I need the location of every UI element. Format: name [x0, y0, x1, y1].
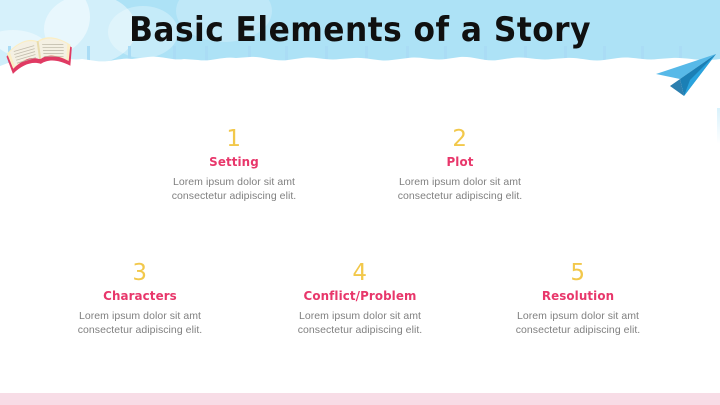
element-description-line2: consectetur adipiscing elit. [171, 190, 297, 202]
element-item-characters[interactable]: 3 Characters Lorem ipsum dolor sit amt c… [30, 260, 250, 337]
element-description-line1: Lorem ipsum dolor sit amt [172, 176, 296, 188]
element-description: Lorem ipsum dolor sit amt consectetur ad… [30, 309, 250, 337]
element-number: 4 [352, 260, 368, 286]
element-description-line1: Lorem ipsum dolor sit amt [398, 176, 522, 188]
element-description-line2: consectetur adipiscing elit. [515, 324, 641, 336]
element-name: Plot [446, 154, 474, 169]
element-description: Lorem ipsum dolor sit amt consectetur ad… [124, 175, 344, 203]
element-description-line2: consectetur adipiscing elit. [77, 324, 203, 336]
element-item-plot[interactable]: 2 Plot Lorem ipsum dolor sit amt consect… [350, 126, 570, 203]
element-description-line1: Lorem ipsum dolor sit amt [78, 310, 202, 322]
element-description-line2: consectetur adipiscing elit. [297, 324, 423, 336]
paper-airplane-icon [656, 54, 716, 96]
element-description-line1: Lorem ipsum dolor sit amt [298, 310, 422, 322]
element-description: Lorem ipsum dolor sit amt consectetur ad… [350, 175, 570, 203]
page-title: Basic Elements of a Story [129, 10, 591, 50]
element-description-line1: Lorem ipsum dolor sit amt [516, 310, 640, 322]
element-name: Setting [209, 154, 259, 169]
open-book-icon [6, 37, 72, 74]
elements-grid: 1 Setting Lorem ipsum dolor sit amt cons… [0, 108, 720, 358]
element-name: Characters [103, 288, 177, 303]
cloud-shape [108, 6, 178, 58]
element-item-resolution[interactable]: 5 Resolution Lorem ipsum dolor sit amt c… [468, 260, 688, 337]
element-description: Lorem ipsum dolor sit amt consectetur ad… [250, 309, 470, 337]
element-item-conflict-problem[interactable]: 4 Conflict/Problem Lorem ipsum dolor sit… [250, 260, 470, 337]
element-number: 3 [132, 260, 148, 286]
header-band [0, 0, 720, 72]
edge-sliver [717, 108, 720, 144]
element-number: 2 [452, 126, 468, 152]
element-name: Conflict/Problem [303, 288, 417, 303]
element-name: Resolution [541, 288, 615, 303]
element-number: 5 [570, 260, 586, 286]
element-item-setting[interactable]: 1 Setting Lorem ipsum dolor sit amt cons… [124, 126, 344, 203]
element-number: 1 [226, 126, 242, 152]
footer-bar [0, 393, 720, 405]
element-description-line2: consectetur adipiscing elit. [397, 190, 523, 202]
element-description: Lorem ipsum dolor sit amt consectetur ad… [468, 309, 688, 337]
